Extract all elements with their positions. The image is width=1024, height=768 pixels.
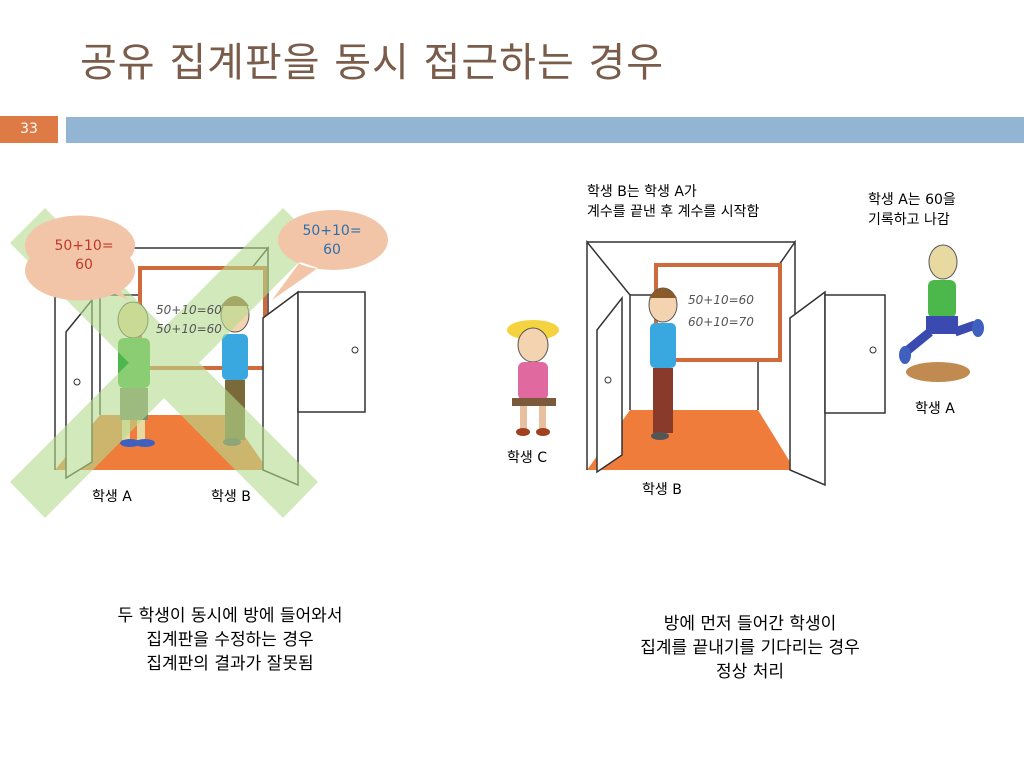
note-b-line-1: 학생 B는 학생 A가 (587, 184, 697, 200)
left-room (10, 208, 388, 518)
right-room (507, 239, 984, 487)
right-whiteboard (654, 263, 782, 362)
right-student-c-label: 학생 C (507, 450, 547, 466)
left-board-line-2: 50+10=60 (156, 322, 222, 336)
right-room-floor (587, 410, 795, 470)
right-board-line-2: 60+10=70 (688, 315, 754, 329)
note-student-a: 학생 A는 60을 기록하고 나감 (868, 190, 956, 230)
left-caption-line-1: 두 학생이 동시에 방에 들어와서 (117, 606, 343, 626)
bubble-b-line-2: 60 (323, 242, 341, 258)
bubble-a-shape (25, 215, 135, 301)
left-caption: 두 학생이 동시에 방에 들어와서 집계판을 수정하는 경우 집계판의 결과가 … (60, 604, 400, 676)
right-student-c (507, 320, 559, 436)
note-a-line-1: 학생 A는 60을 (868, 192, 956, 208)
bubble-b-line-1: 50+10= (302, 223, 362, 239)
right-student-b (648, 287, 678, 440)
note-a-line-2: 기록하고 나감 (868, 212, 950, 228)
note-b-line-2: 계수를 끝낸 후 계수를 시작함 (587, 204, 760, 220)
left-student-a-label: 학생 A (92, 489, 132, 505)
header-bar (66, 117, 1024, 143)
right-student-a (899, 244, 984, 382)
bubble-b-shape (272, 210, 388, 300)
right-student-b-label: 학생 B (642, 482, 682, 498)
left-caption-line-3: 집계판의 결과가 잘못됨 (146, 654, 314, 674)
slide-title: 공유 집계판을 동시 접근하는 경우 (80, 40, 665, 86)
bubble-a: 50+10= 60 (44, 237, 124, 275)
right-student-a-label: 학생 A (915, 401, 955, 417)
left-student-b-label: 학생 B (211, 489, 251, 505)
right-caption-line-1: 방에 먼저 들어간 학생이 (663, 614, 837, 634)
right-caption-line-2: 집계를 끝내기를 기다리는 경우 (640, 638, 860, 658)
right-door-2 (789, 290, 826, 487)
left-caption-line-2: 집계판을 수정하는 경우 (146, 630, 314, 650)
left-board-line-1: 50+10=60 (156, 303, 222, 317)
right-door-1 (596, 295, 623, 474)
right-caption-line-3: 정상 처리 (716, 662, 784, 682)
slide-number: 33 (0, 116, 58, 143)
bubble-a-line-1: 50+10= (54, 238, 114, 254)
bubble-a-line-2: 60 (75, 257, 93, 273)
right-board-line-1: 50+10=60 (688, 293, 754, 307)
bubble-b: 50+10= 60 (292, 222, 372, 260)
note-student-b: 학생 B는 학생 A가 계수를 끝낸 후 계수를 시작함 (587, 182, 759, 222)
right-caption: 방에 먼저 들어간 학생이 집계를 끝내기를 기다리는 경우 정상 처리 (580, 612, 920, 684)
